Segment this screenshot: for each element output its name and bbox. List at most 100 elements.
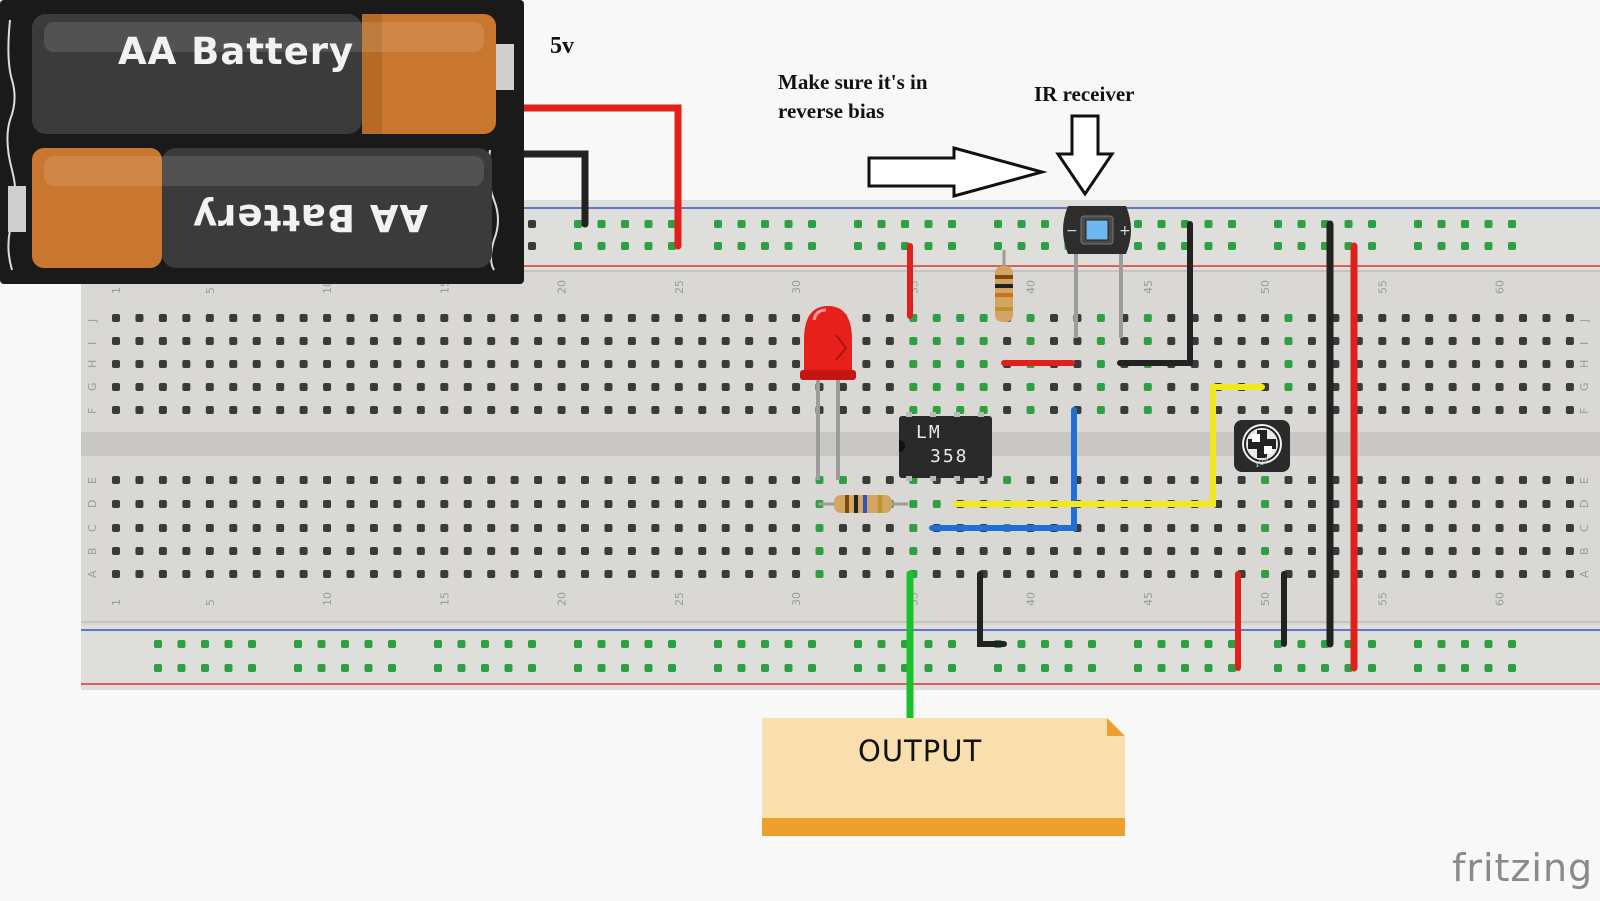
breadboard-hole [557,500,566,508]
breadboard-hole [651,476,660,484]
breadboard-hole [627,337,636,345]
breadboard-hole [299,383,308,391]
breadboard-hole [1050,337,1058,345]
rail-hole [1297,640,1306,648]
breadboard-hole [581,406,589,414]
breadboard-hole [1003,476,1012,484]
breadboard-hole [158,406,167,414]
breadboard-hole [135,476,144,484]
breadboard-hole [1519,406,1527,414]
breadboard-hole [1425,500,1434,508]
column-number: 45 [1142,592,1155,606]
rail-hole [1461,640,1469,648]
breadboard-hole [604,337,613,345]
breadboard-hole [651,570,660,578]
rail-hole [1041,640,1049,648]
breadboard-hole [745,337,754,345]
breadboard-hole [534,383,543,391]
rail-hole [294,664,302,672]
breadboard-hole [135,524,144,532]
breadboard-hole [1425,570,1434,578]
red-led [800,306,856,480]
breadboard-hole [651,360,660,368]
breadboard-hole [792,314,801,322]
column-number: 40 [1025,592,1038,606]
breadboard-hole [510,383,519,391]
rail-hole [1461,220,1469,228]
breadboard-hole [1448,570,1457,578]
breadboard-hole [674,524,683,532]
rail-hole [1484,242,1493,250]
breadboard-hole [1143,314,1152,322]
rail-hole [1461,664,1469,672]
rail-hole [1204,220,1213,228]
breadboard-hole [112,383,120,391]
breadboard-hole [1190,406,1199,414]
breadboard-hole [1307,547,1316,555]
breadboard-hole [510,314,519,322]
breadboard-hole [1237,337,1246,345]
rail-hole [434,640,442,648]
rail-hole [177,664,186,672]
rail-hole [877,220,886,228]
breadboard-hole [463,314,472,322]
breadboard-hole [698,383,707,391]
breadboard-hole [768,476,777,484]
battery-label-bottom: AA Battery [192,196,429,239]
potentiometer [1234,420,1290,472]
breadboard-hole [369,314,378,322]
breadboard-hole [792,337,801,345]
breadboard-hole [229,360,238,368]
breadboard-hole [1542,314,1551,322]
rail-hole [901,220,909,228]
breadboard-hole [112,314,120,322]
rail-hole [714,242,722,250]
breadboard-hole [1565,314,1574,322]
wires [516,104,1358,722]
breadboard-hole [534,500,543,508]
breadboard-hole [862,570,871,578]
breadboard-hole [1214,314,1223,322]
breadboard-hole [1190,570,1199,578]
breadboard-hole [581,524,589,532]
breadboard-hole [440,547,449,555]
rail-hole [877,242,886,250]
breadboard-hole [1284,547,1293,555]
breadboard-hole [627,570,636,578]
breadboard-hole [1565,547,1574,555]
breadboard-hole [1214,570,1223,578]
breadboard-hole [440,360,449,368]
breadboard-hole [346,406,355,414]
breadboard-hole [346,476,355,484]
rail-hole [1508,664,1516,672]
breadboard-hole [323,476,332,484]
breadboard-hole [1261,547,1270,555]
breadboard-hole [1401,337,1410,345]
breadboard-hole [674,476,683,484]
breadboard-hole [909,337,918,345]
rail-hole [877,640,886,648]
breadboard-hole [604,406,613,414]
breadboard-hole [1261,476,1270,484]
rail-hole [528,242,536,250]
breadboard-hole [1448,524,1457,532]
breadboard-hole [1519,476,1527,484]
wire-black-gnd-bottom [977,571,1007,647]
breadboard-hole [862,406,871,414]
breadboard-hole [1472,360,1481,368]
rail-hole [528,640,536,648]
breadboard-hole [1425,476,1434,484]
rail-hole [668,242,676,250]
breadboard-hole [1050,547,1058,555]
column-number: 20 [556,592,569,606]
breadboard-hole [1050,383,1058,391]
breadboard-hole [1378,570,1387,578]
breadboard-hole [112,524,120,532]
breadboard-hole [1472,500,1481,508]
breadboard-hole [651,500,660,508]
row-letter: D [86,500,99,508]
breadboard-hole [1237,314,1246,322]
breadboard-hole [1284,524,1293,532]
breadboard-hole [487,476,496,484]
breadboard-hole [323,337,332,345]
